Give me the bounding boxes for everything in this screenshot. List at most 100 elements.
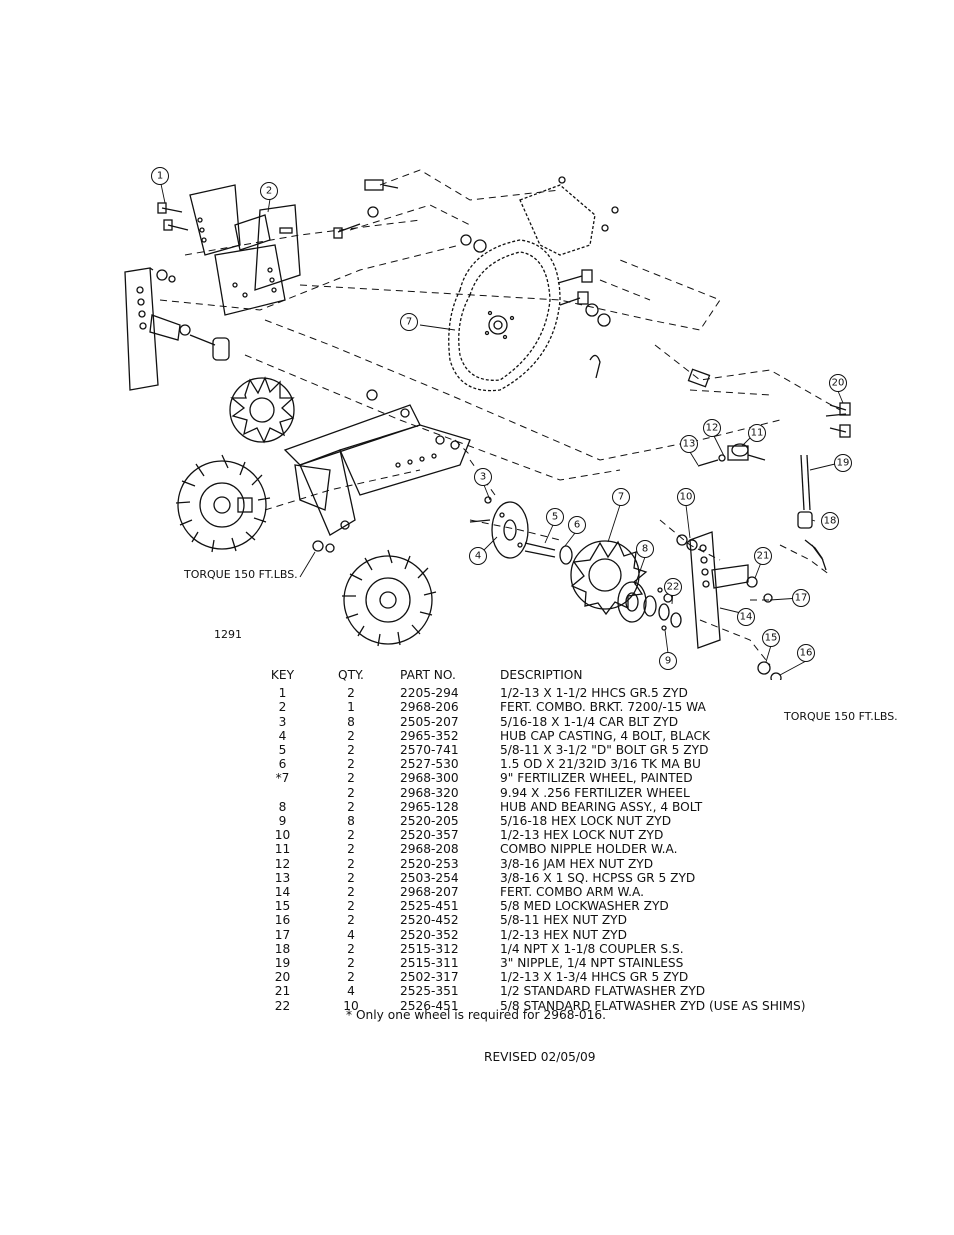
cell-qty: 10 <box>343 998 359 1013</box>
scalloped-disk-assembly <box>448 184 596 392</box>
callout-13 <box>680 435 698 453</box>
callout-5 <box>546 508 564 526</box>
cell-part-no: 2525-351 <box>400 984 459 999</box>
cell-qty: 2 <box>347 970 355 985</box>
callout-text: 15 <box>765 633 778 644</box>
cell-key: 4 <box>278 728 287 743</box>
callout-text: 5 <box>552 512 558 523</box>
cell-description: HUB AND BEARING ASSY., 4 BOLT <box>500 799 703 814</box>
cell-description: 3/8-16 JAM HEX NUT ZYD <box>500 856 654 871</box>
exploded-parts-diagram: 1 2 3 4 5 6 7 7 8 9 10 11 12 13 14 15 16… <box>124 167 852 680</box>
cell-qty: 2 <box>347 956 355 971</box>
callout-text: 12 <box>706 423 719 434</box>
drawbar-arm <box>283 389 471 536</box>
cell-key: 6 <box>278 757 287 772</box>
callout-22 <box>664 578 682 596</box>
cell-part-no: 2965-352 <box>400 728 459 743</box>
cell-qty: 2 <box>347 941 355 956</box>
callout-8 <box>636 540 654 558</box>
cell-key: 22 <box>274 998 291 1013</box>
cell-description: FERT. COMBO. BRKT. 7200/-15 WA <box>500 700 706 715</box>
cell-part-no: 2503-254 <box>400 870 459 885</box>
cell-qty: 1 <box>347 700 355 715</box>
cell-description: 9" FERTILIZER WHEEL, PAINTED <box>500 771 693 786</box>
cell-key: 5 <box>278 743 287 758</box>
callout-bubbles <box>151 167 852 670</box>
callout-numbers: 1 2 3 4 5 6 7 7 8 9 10 11 12 13 14 15 16… <box>157 171 850 667</box>
torque-note-right: TORQUE 150 FT.LBS. <box>784 710 898 723</box>
callout-text: 19 <box>837 458 850 469</box>
revision-date: REVISED 02/05/09 <box>484 1050 596 1064</box>
cell-part-no: 2526-451 <box>400 998 459 1013</box>
cell-key: *7 <box>275 771 290 786</box>
cell-qty: 2 <box>347 885 355 900</box>
small-sprocket-wheel <box>229 376 295 444</box>
cell-part-no: 2520-253 <box>400 856 459 871</box>
hhcs-bolt-part-20 <box>825 402 851 438</box>
cell-key: 15 <box>274 899 291 914</box>
cell-key: 1 <box>278 686 287 701</box>
cell-part-no: 2968-320 <box>400 785 459 800</box>
cell-part-no: 2505-207 <box>400 714 459 729</box>
callout-10 <box>677 488 695 506</box>
cell-description: 3/8-16 X 1 SQ. HCPSS GR 5 ZYD <box>500 870 696 885</box>
cell-key: 10 <box>274 828 291 843</box>
callout-text: 11 <box>751 428 764 439</box>
callout-text: 21 <box>757 551 770 562</box>
callout-7a <box>400 313 418 331</box>
callout-2 <box>260 182 278 200</box>
cell-key: 16 <box>274 913 291 928</box>
cell-part-no: 2968-206 <box>400 700 459 715</box>
left-spiked-wheel <box>175 454 335 553</box>
cell-part-no: 2965-128 <box>400 799 459 814</box>
callout-text: 3 <box>480 472 486 483</box>
cell-part-no: 2525-451 <box>400 899 459 914</box>
callout-leaders <box>160 183 844 676</box>
header-key: KEY <box>270 668 295 682</box>
hhcs-bolt-part-1 <box>156 202 189 283</box>
callout-text: 13 <box>683 439 696 450</box>
callout-6 <box>568 516 586 534</box>
cell-key <box>255 786 310 800</box>
left-mounting-plate <box>124 267 230 391</box>
cell-description: FERT. COMBO ARM W.A. <box>500 885 644 900</box>
cell-qty: 2 <box>347 913 355 928</box>
cell-description: 5/8 STANDARD FLATWASHER ZYD (USE AS SHIM… <box>500 998 806 1013</box>
cell-qty: 2 <box>347 743 355 758</box>
cell-description: HUB CAP CASTING, 4 BOLT, BLACK <box>500 728 711 743</box>
assembly-guide-lines <box>159 169 841 666</box>
callout-3 <box>474 468 492 486</box>
callout-18 <box>821 512 839 530</box>
cell-qty: 2 <box>347 842 355 857</box>
cell-qty: 2 <box>347 686 355 701</box>
header-qty: QTY. <box>338 668 364 682</box>
cell-key: 14 <box>274 885 291 900</box>
cell-key: 8 <box>278 799 287 814</box>
cell-part-no: 2515-311 <box>400 956 459 971</box>
torque-note-left: TORQUE 150 FT.LBS. <box>183 568 298 581</box>
cell-part-no: 2520-205 <box>400 814 459 829</box>
callout-1 <box>151 167 169 185</box>
hub-bearing-part-8 <box>617 581 682 631</box>
callout-19 <box>834 454 852 472</box>
d-bolt-part-5 <box>524 542 573 565</box>
cell-qty: 2 <box>347 870 355 885</box>
callout-text: 16 <box>800 648 813 659</box>
table-row: 22 10 2526-451 5/8 STANDARD FLATWASHER ZYD … <box>255 998 806 1013</box>
cell-qty: 2 <box>347 856 355 871</box>
cell-part-no: 2520-352 <box>400 927 459 942</box>
